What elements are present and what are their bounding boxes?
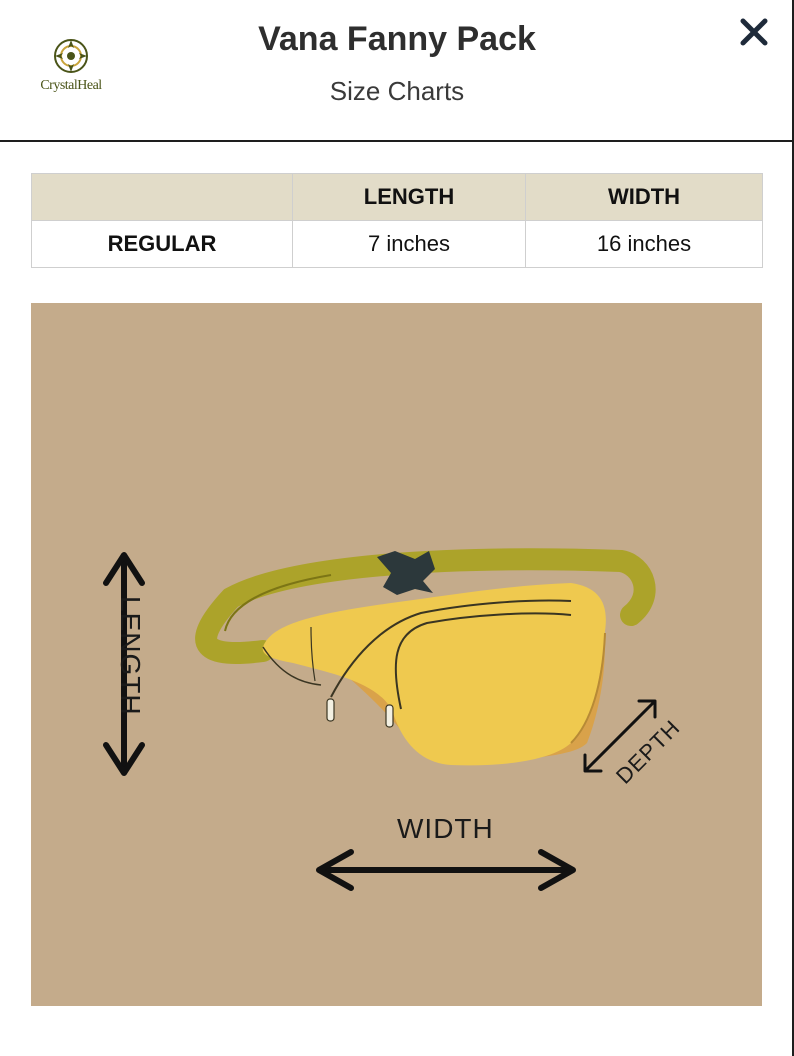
column-header-length: LENGTH xyxy=(292,173,526,221)
double-arrow-icon xyxy=(583,699,657,773)
width-value: 16 inches xyxy=(525,220,763,268)
table-row: REGULAR 7 inches 16 inches xyxy=(31,220,763,268)
table-header-row: LENGTH WIDTH xyxy=(31,173,763,221)
fanny-pack-icon xyxy=(262,583,606,766)
width-label: WIDTH xyxy=(397,813,494,844)
close-button[interactable] xyxy=(734,12,774,52)
close-icon[interactable] xyxy=(739,17,769,47)
double-arrow-icon xyxy=(316,849,576,891)
page-subtitle: Size Charts xyxy=(329,76,465,106)
mandala-icon xyxy=(54,39,88,73)
panel-edge xyxy=(792,0,794,1056)
logo-wordmark: CrystalHeal xyxy=(40,78,102,93)
modal-header: CrystalHeal Vana Fanny Pack Size Charts xyxy=(0,0,794,142)
length-value: 7 inches xyxy=(292,220,526,268)
column-header-width: WIDTH xyxy=(525,173,763,221)
double-arrow-icon xyxy=(103,552,145,776)
header-divider xyxy=(0,140,794,142)
strap-icon xyxy=(195,548,656,664)
fanny-pack-illustration xyxy=(103,548,657,891)
brand-logo: CrystalHeal xyxy=(26,38,116,100)
buckle-icon xyxy=(377,551,435,595)
size-illustration: LENGTH WIDTH DEPTH xyxy=(31,303,762,1006)
length-label: LENGTH xyxy=(115,596,146,716)
size-chart-table: LENGTH WIDTH REGULAR 7 inches 16 inches xyxy=(31,173,763,268)
row-label: REGULAR xyxy=(31,220,293,268)
column-header-blank xyxy=(31,173,293,221)
page-title: Vana Fanny Pack xyxy=(258,20,536,58)
